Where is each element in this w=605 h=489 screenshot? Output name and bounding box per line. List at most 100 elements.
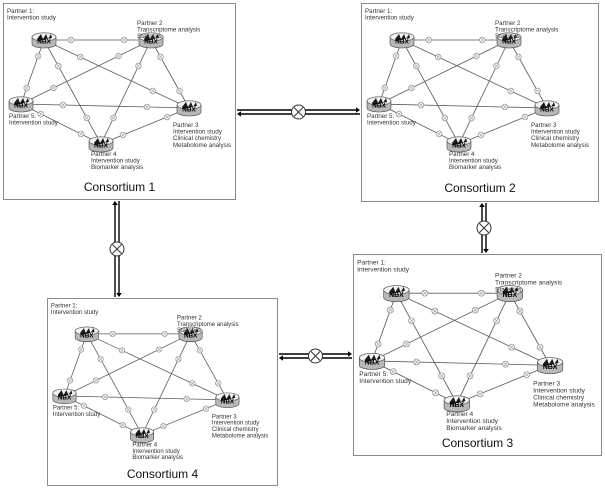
x-circle-icon bbox=[432, 389, 440, 397]
partner-5-label: Partner 5:Intervention study bbox=[359, 371, 412, 385]
nbx-database-icon: NBX bbox=[215, 392, 240, 408]
x-circle-icon bbox=[413, 62, 420, 70]
nbx-database-icon: NBX bbox=[383, 285, 410, 302]
x-circle-icon bbox=[35, 52, 42, 60]
x-circle-icon bbox=[408, 317, 415, 325]
node-label: NBX bbox=[452, 143, 466, 150]
network-link bbox=[378, 39, 510, 105]
network-link bbox=[371, 293, 397, 362]
x-circle-icon bbox=[466, 372, 474, 380]
node-label: NBX bbox=[372, 103, 386, 110]
x-circle-icon bbox=[413, 358, 420, 366]
x-circle-icon bbox=[176, 87, 183, 95]
network-link bbox=[508, 39, 548, 109]
x-circle-icon bbox=[516, 307, 524, 315]
x-circle-icon bbox=[408, 84, 415, 92]
x-circle-icon bbox=[151, 406, 158, 413]
x-circle-icon bbox=[59, 101, 67, 109]
x-circle-icon bbox=[67, 36, 74, 44]
partner-5-label: Partner 5:Intervention study bbox=[367, 113, 417, 127]
network-link bbox=[64, 395, 143, 436]
x-circle-icon bbox=[97, 356, 104, 363]
nbx-database-icon: NBX bbox=[31, 32, 57, 49]
node-label: NBX bbox=[543, 364, 558, 371]
network-link bbox=[100, 107, 190, 145]
node-label: NBX bbox=[365, 360, 380, 367]
x-circle-icon bbox=[536, 343, 544, 351]
nbx-database-icon: NBX bbox=[176, 100, 202, 117]
node-label: NBX bbox=[37, 39, 51, 46]
node-label: NBX bbox=[389, 292, 404, 299]
network-link bbox=[401, 39, 460, 145]
network-link bbox=[20, 39, 45, 105]
x-circle-icon bbox=[471, 306, 479, 314]
network-link bbox=[20, 39, 152, 105]
x-circle-icon bbox=[102, 393, 109, 401]
x-circle-icon bbox=[115, 52, 122, 60]
x-circle-icon bbox=[143, 103, 151, 111]
nbx-database-icon: NBX bbox=[358, 353, 386, 370]
x-circle-icon bbox=[160, 422, 167, 430]
node-label: NBX bbox=[80, 332, 94, 339]
x-circle-icon bbox=[386, 306, 394, 314]
x-circle-icon bbox=[395, 110, 403, 118]
network-link bbox=[20, 103, 190, 109]
network-link bbox=[190, 333, 228, 401]
partner-5-label: Partner 5:Intervention study bbox=[9, 113, 59, 127]
x-circle-icon bbox=[66, 377, 74, 384]
network-link bbox=[378, 103, 548, 109]
node-label: NBX bbox=[144, 39, 158, 46]
consortium-1-title: Consortium 1 bbox=[83, 180, 156, 194]
node-label: NBX bbox=[135, 433, 149, 440]
network-link bbox=[141, 399, 228, 436]
network-link bbox=[396, 292, 458, 404]
x-circle-icon bbox=[92, 377, 100, 384]
x-circle-icon bbox=[215, 380, 222, 387]
network-link bbox=[401, 39, 548, 109]
network-link bbox=[456, 364, 551, 404]
x-circle-icon bbox=[476, 390, 484, 398]
x-circle-icon bbox=[425, 36, 432, 44]
network-link bbox=[396, 292, 551, 366]
x-circle-icon bbox=[521, 113, 529, 121]
nbx-database-icon: NBX bbox=[178, 326, 203, 342]
nbx-database-icon: NBX bbox=[496, 285, 523, 302]
x-circle-icon bbox=[163, 113, 171, 121]
x-circle-icon bbox=[119, 421, 126, 429]
x-circle-icon bbox=[50, 84, 57, 92]
x-circle-icon bbox=[381, 84, 388, 92]
x-circle-icon bbox=[175, 356, 182, 363]
x-circle-icon bbox=[183, 395, 190, 403]
x-circle-icon bbox=[196, 347, 203, 354]
network-link bbox=[458, 39, 510, 145]
node-label: NBX bbox=[14, 103, 28, 110]
partner-1-label: Partner 1:Intervention study bbox=[51, 304, 98, 316]
x-circle-icon bbox=[155, 346, 163, 353]
x-circle-icon bbox=[83, 114, 90, 122]
x-circle-icon bbox=[468, 114, 475, 122]
x-circle-icon bbox=[507, 87, 514, 95]
nbx-database-icon: NBX bbox=[534, 100, 560, 117]
nbx-database-icon: NBX bbox=[446, 136, 472, 153]
nbx-database-icon: NBX bbox=[443, 395, 470, 413]
nbx-database-icon: NBX bbox=[366, 96, 392, 113]
x-circle-icon bbox=[508, 343, 516, 351]
x-circle-icon bbox=[37, 110, 45, 118]
node-label: NBX bbox=[503, 292, 518, 299]
node-label: NBX bbox=[540, 107, 554, 114]
node-label: NBX bbox=[395, 39, 409, 46]
node-label: NBX bbox=[94, 143, 108, 150]
x-circle-icon bbox=[515, 53, 522, 61]
nbx-database-icon: NBX bbox=[74, 326, 99, 342]
partner-1-label: Partner 1:Intervention study bbox=[7, 8, 57, 22]
x-circle-icon bbox=[77, 130, 85, 138]
network-link bbox=[372, 360, 551, 366]
